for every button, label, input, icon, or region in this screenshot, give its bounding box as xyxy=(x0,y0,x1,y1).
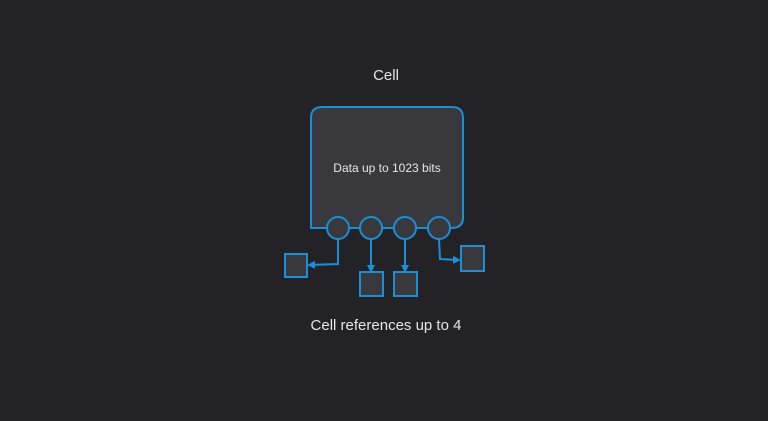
ref-slot-1 xyxy=(326,216,350,240)
data-label: Data up to 1023 bits xyxy=(333,161,441,175)
cell-title: Cell xyxy=(373,67,399,84)
ref-arrow-1 xyxy=(307,239,339,269)
ref-slot-3 xyxy=(393,216,417,240)
ref-slot-2 xyxy=(359,216,383,240)
child-cell-4 xyxy=(460,245,485,272)
child-cell-3 xyxy=(393,271,418,297)
child-cell-2 xyxy=(359,271,384,297)
ref-arrow-4 xyxy=(438,238,461,264)
refs-label: Cell references up to 4 xyxy=(310,317,462,334)
child-cell-1 xyxy=(284,253,308,278)
cell-box xyxy=(310,106,464,229)
ref-slot-4 xyxy=(427,216,451,240)
